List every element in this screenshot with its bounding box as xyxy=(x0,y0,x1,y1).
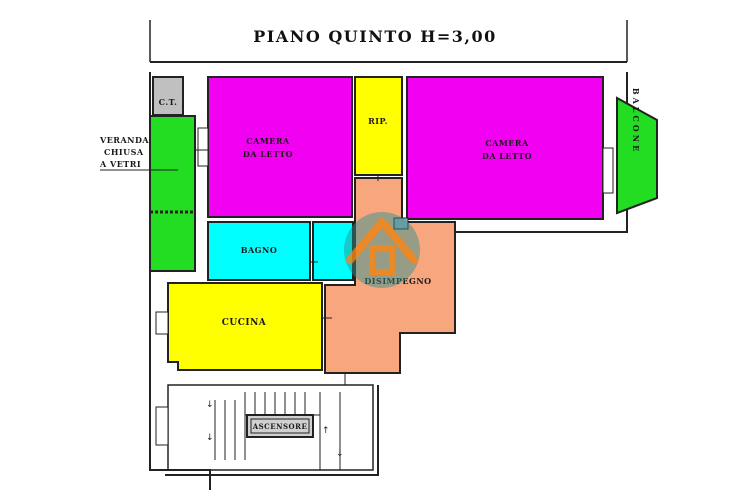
storage-room xyxy=(354,76,403,176)
logo-house-door xyxy=(369,245,395,275)
storage-room-label: RIP. xyxy=(368,116,388,126)
stair-outer-wall xyxy=(165,385,379,476)
bedroom-left-label-line1: CAMERA xyxy=(246,136,290,146)
bathroom xyxy=(207,221,311,281)
veranda-label-line1: VERANDA xyxy=(99,135,149,145)
balcony-label: BALCONE xyxy=(631,88,641,154)
bathroom-annex xyxy=(312,221,354,281)
agency-logo xyxy=(344,212,420,288)
bedroom-right-label-line2: DA LETTO xyxy=(482,151,532,161)
boiler-room-label: C.T. xyxy=(159,97,178,107)
stair-arrow-2: ↓ xyxy=(206,433,214,443)
stair-arrow-1: ↓ xyxy=(206,400,214,410)
stair-arrow-4: ↓ xyxy=(336,449,344,459)
logo-house-roof xyxy=(346,218,418,264)
veranda-label-line3: A VETRI xyxy=(99,159,141,169)
bedroom-left-label-line2: DA LETTO xyxy=(243,149,293,159)
veranda xyxy=(149,115,196,272)
boiler-room xyxy=(152,76,184,116)
stair-arrow-3: ↑ xyxy=(322,426,330,436)
elevator-inner xyxy=(250,418,310,434)
stair-window xyxy=(155,406,169,446)
bedroom-left-window xyxy=(197,127,209,167)
kitchen-window xyxy=(155,311,169,335)
bathroom-label: BAGNO xyxy=(241,245,278,255)
bedroom-right-label-line1: CAMERA xyxy=(485,138,529,148)
bedroom-right-window xyxy=(602,147,614,194)
elevator-label: ASCENSORE xyxy=(252,422,308,431)
balcony xyxy=(616,96,658,215)
kitchen-label: CUCINA xyxy=(222,318,267,328)
stairwell: ↓ ↓ ↑ ↓ xyxy=(167,384,374,471)
hallway xyxy=(324,177,456,374)
hallway-column xyxy=(393,217,409,230)
plan-title: PIANO QUINTO H=3,00 xyxy=(253,27,496,46)
hallway-label: DISIMPEGNO xyxy=(364,276,431,286)
bedroom-left xyxy=(207,76,353,218)
bedroom-right xyxy=(406,76,604,220)
veranda-label-line2: CHIUSA xyxy=(104,147,144,157)
kitchen xyxy=(167,282,323,371)
